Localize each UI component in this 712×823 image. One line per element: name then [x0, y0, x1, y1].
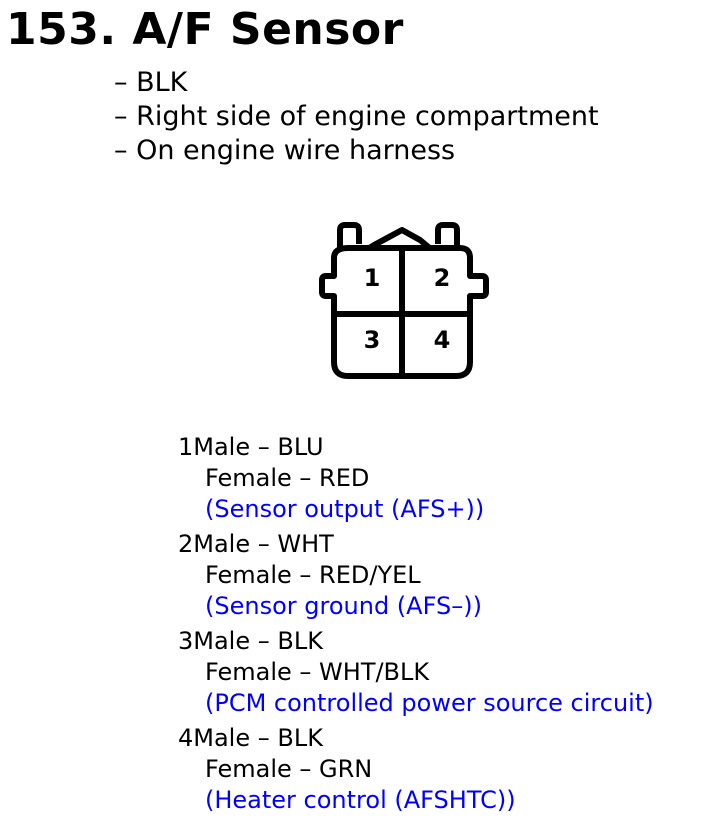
- pin-entry-1: 1Male – BLU Female – RED (Sensor output …: [178, 432, 654, 525]
- pin-female-wire: Female – RED: [205, 464, 370, 492]
- pinout-list: 1Male – BLU Female – RED (Sensor output …: [178, 432, 654, 820]
- pin-description: (Sensor ground (AFS–)): [205, 592, 482, 620]
- pin-female-wire: Female – RED/YEL: [205, 561, 421, 589]
- connector-notes: – BLK – Right side of engine compartment…: [114, 66, 599, 168]
- cavity-label-3: 3: [364, 326, 381, 354]
- pin-male-wire: 3Male – BLK: [178, 627, 323, 655]
- connector-diagram: 1 2 3 4: [319, 222, 489, 379]
- pin-male-wire: 1Male – BLU: [178, 433, 324, 461]
- pin-entry-4: 4Male – BLK Female – GRN (Heater control…: [178, 723, 654, 816]
- pin-female-wire: Female – WHT/BLK: [205, 658, 430, 686]
- page-title: 153. A/F Sensor: [6, 4, 404, 55]
- pin-description: (PCM controlled power source circuit): [205, 689, 654, 717]
- pin-male-wire: 2Male – WHT: [178, 530, 334, 558]
- pin-entry-2: 2Male – WHT Female – RED/YEL (Sensor gro…: [178, 529, 654, 622]
- note-color: – BLK: [114, 67, 188, 98]
- note-harness: – On engine wire harness: [114, 135, 456, 166]
- pin-entry-3: 3Male – BLK Female – WHT/BLK (PCM contro…: [178, 626, 654, 719]
- pin-male-wire: 4Male – BLK: [178, 724, 323, 752]
- note-location: – Right side of engine compartment: [114, 101, 599, 132]
- pin-description: (Sensor output (AFS+)): [205, 495, 485, 523]
- pin-description: (Heater control (AFSHTC)): [205, 786, 516, 814]
- cavity-label-4: 4: [434, 326, 451, 354]
- cavity-label-2: 2: [434, 264, 451, 292]
- cavity-label-1: 1: [364, 264, 381, 292]
- pin-female-wire: Female – GRN: [205, 755, 373, 783]
